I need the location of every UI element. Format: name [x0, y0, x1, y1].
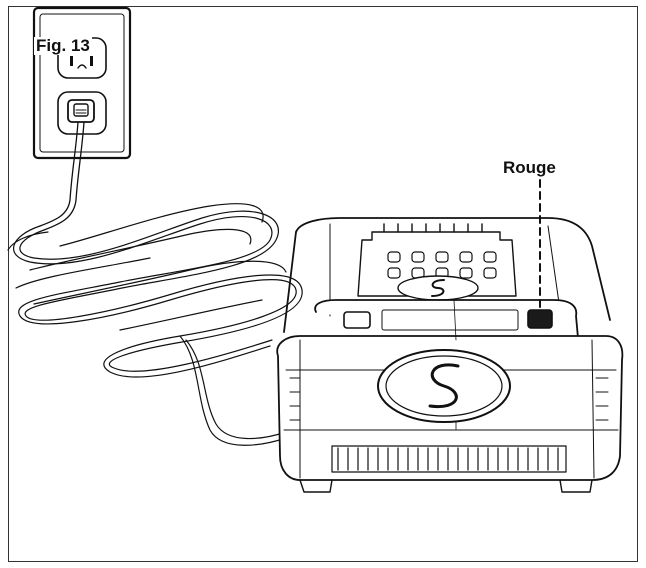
power-cord — [39, 121, 85, 231]
figure-frame — [8, 6, 638, 562]
wall-outlet-icon — [32, 6, 132, 160]
indicator-callout-label: Rouge — [503, 158, 556, 177]
figure-label: Fig. 13 — [34, 36, 92, 55]
s-logo-icon — [428, 363, 460, 409]
coiled-cord — [7, 203, 305, 453]
battery-charger-icon — [276, 217, 624, 493]
